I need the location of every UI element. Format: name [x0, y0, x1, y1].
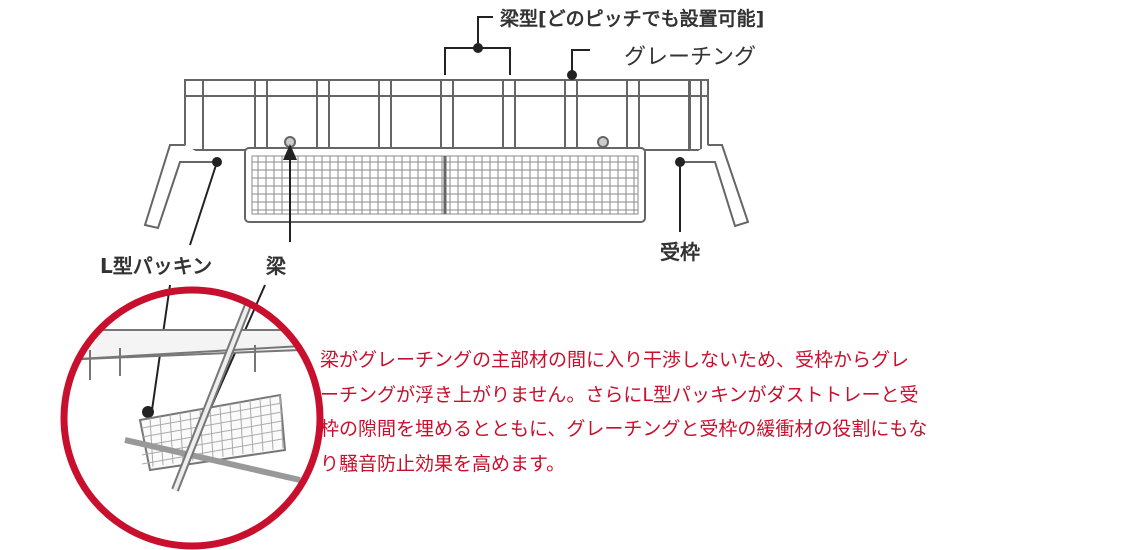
grid-line [141, 402, 283, 429]
label-beam: 梁 [266, 254, 286, 278]
description-text: 梁がグレーチングの主部材の間に入り干渉しないため、受枠からグレ ーチングが浮き上… [320, 343, 1060, 481]
description-line: ーチングが浮き上がりません。さらにL型パッキンがダストトレーと受 [320, 383, 919, 406]
grid-line [141, 411, 283, 438]
detail-circle-border [60, 286, 324, 550]
description-line: 枠の隙間を埋めるとともに、グレーチングと受枠の緩衝材の役割にもな [320, 418, 928, 440]
detail-closeup [64, 298, 320, 492]
label-beam-type: 梁型[どのピッチでも設置可能] [500, 8, 765, 30]
leader-dots [142, 43, 685, 418]
grating-frame [143, 79, 750, 230]
description-line: 梁がグレーチングの主部材の間に入り干渉しないため、受枠からグレ [320, 349, 910, 371]
grid-line [141, 438, 283, 465]
label-l-packing: L型パッキン [100, 254, 213, 278]
label-frame: 受枠 [660, 240, 700, 264]
label-grating: グレーチング [624, 45, 757, 70]
grid-line [141, 420, 283, 447]
description-line: り騒音防止効果を高めます。 [320, 452, 566, 475]
